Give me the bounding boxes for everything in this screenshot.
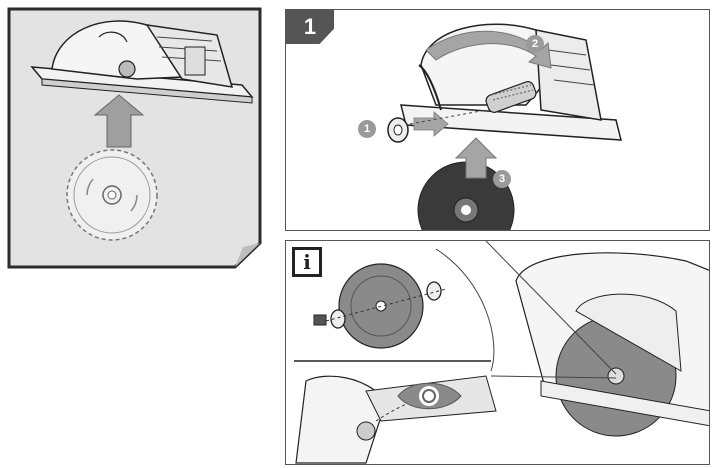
blade-insertion-illustration — [7, 7, 262, 269]
step-1-illustration — [286, 10, 710, 231]
info-badge: i — [292, 247, 322, 277]
saw-blade — [67, 150, 157, 240]
info-panel: i — [285, 240, 710, 465]
blade-exploded-view — [314, 264, 446, 348]
step-1-panel: 1 1 2 3 — [285, 9, 710, 231]
info-illustration — [286, 241, 710, 465]
callout-2: 2 — [526, 35, 544, 53]
callout-3: 3 — [493, 170, 511, 188]
callout-1: 1 — [358, 120, 376, 138]
bolt-icon — [314, 315, 326, 325]
blade-insertion-overview-panel — [7, 7, 262, 269]
